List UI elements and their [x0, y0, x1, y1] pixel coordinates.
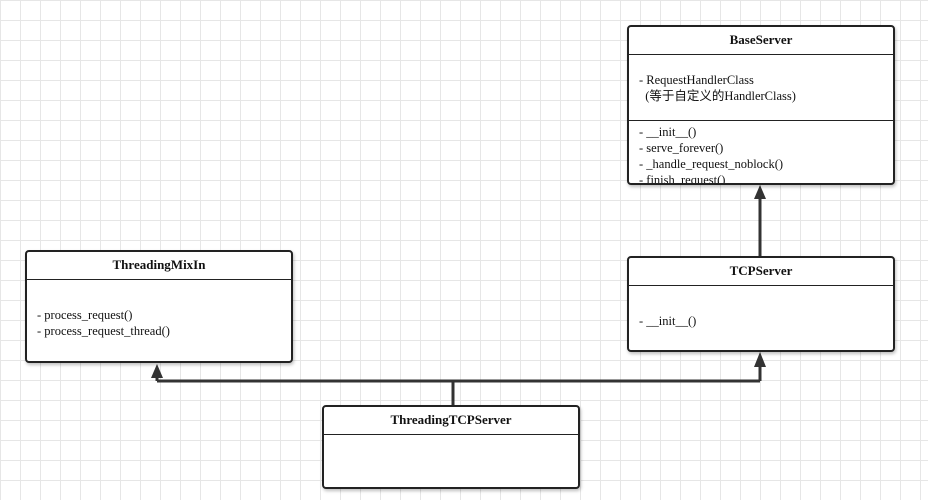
arrowhead-mixin: [151, 364, 163, 378]
arrowhead-baseserver: [754, 185, 766, 199]
baseserver-method: - finish_request(): [639, 173, 726, 185]
baseserver-methods-section: - __init__() - serve_forever() - _handle…: [629, 121, 893, 185]
baseserver-method: - __init__(): [639, 125, 697, 139]
baseserver-attribute-note: (等于自定义的HandlerClass): [639, 89, 796, 103]
threadingmixin-method: - process_request(): [37, 308, 133, 322]
tcpserver-methods-section: - __init__(): [629, 286, 893, 329]
threadingmixin-methods-section: - process_request() - process_request_th…: [27, 280, 291, 339]
tcpserver-class-box: TCPServer - __init__(): [627, 256, 895, 352]
baseserver-attribute: - RequestHandlerClass: [639, 73, 754, 87]
threadingmixin-method: - process_request_thread(): [37, 324, 170, 338]
baseserver-method: - _handle_request_noblock(): [639, 157, 784, 171]
threadingmixin-class-box: ThreadingMixIn - process_request() - pro…: [25, 250, 293, 363]
baseserver-class-title: BaseServer: [629, 27, 893, 55]
threadingmixin-class-title: ThreadingMixIn: [27, 252, 291, 280]
baseserver-method: - serve_forever(): [639, 141, 724, 155]
baseserver-class-box: BaseServer - RequestHandlerClass (等于自定义的…: [627, 25, 895, 185]
tcpserver-class-title: TCPServer: [629, 258, 893, 286]
arrowhead-tcpserver: [754, 352, 766, 367]
baseserver-attributes-section: - RequestHandlerClass (等于自定义的HandlerClas…: [629, 55, 893, 121]
threadingtcpserver-class-box: ThreadingTCPServer: [322, 405, 580, 489]
threadingtcpserver-class-title: ThreadingTCPServer: [324, 407, 578, 435]
tcpserver-method: - __init__(): [639, 314, 697, 328]
